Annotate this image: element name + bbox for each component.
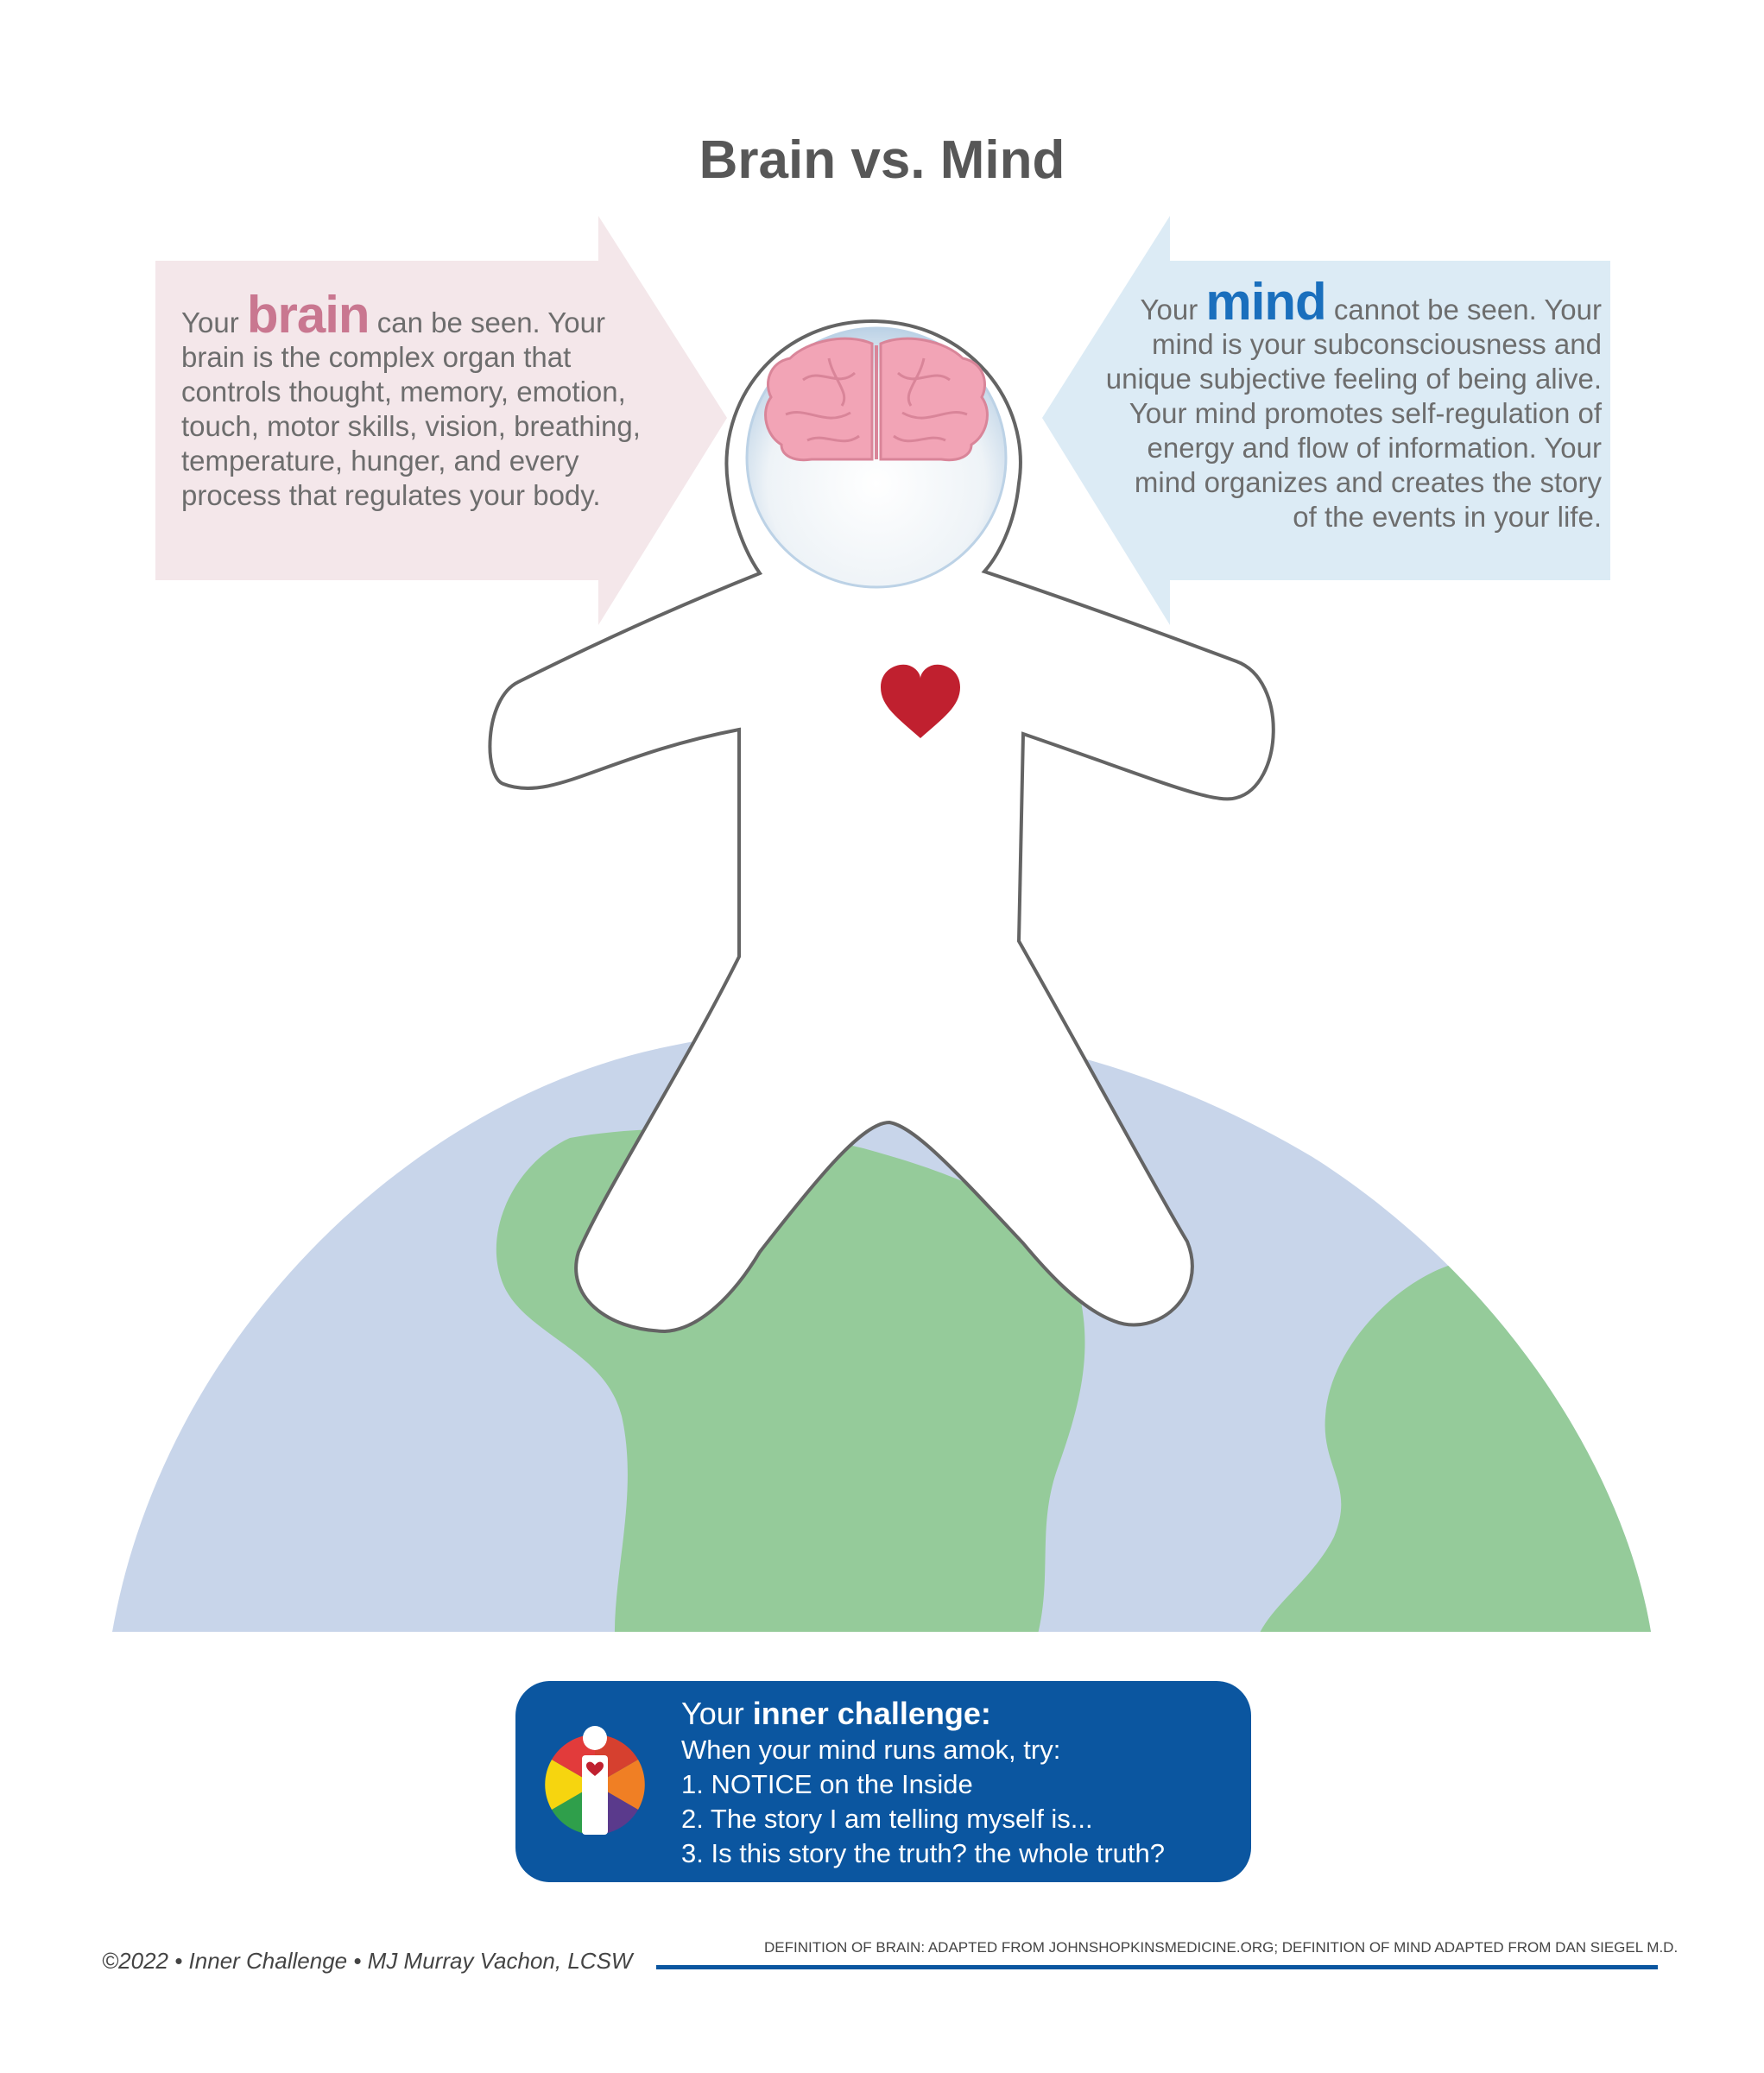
mind-line: of the events in your life. [1293,501,1602,533]
mind-line: unique subjective feeling of being alive… [1105,363,1602,395]
inner-challenge-logo [545,1726,645,1835]
challenge-step: 3. Is this story the truth? the whole tr… [681,1838,1166,1868]
mind-definition: Your mind cannot be seen. Your mind is y… [1092,276,1602,534]
brain-prefix: Your [181,307,239,338]
mind-line: energy and flow of information. Your [1147,432,1602,464]
brain-line: touch, motor skills, vision, breathing, [181,410,641,442]
brain-lead: can be seen. Your [376,307,605,338]
footer-rule [656,1965,1658,1969]
brain-line: temperature, hunger, and every [181,445,579,477]
mind-lead: cannot be seen. Your [1333,294,1602,325]
challenge-heading: Your inner challenge: [681,1695,1165,1733]
challenge-heading-bold: inner challenge: [752,1696,991,1731]
challenge-text: Your inner challenge: When your mind run… [681,1695,1165,1871]
footer-credit: ©2022 • Inner Challenge • MJ Murray Vach… [102,1948,633,1974]
footer-sources: DEFINITION OF BRAIN: ADAPTED FROM JOHNSH… [764,1939,1679,1956]
brain-first-line: Your brain can be seen. Your [181,289,648,341]
brain-icon [764,337,989,462]
brain-line: controls thought, memory, emotion, [181,376,626,408]
mind-line: mind is your subconsciousness and [1152,328,1602,360]
figure-body [488,319,1275,1334]
challenge-step: 1. NOTICE on the Inside [681,1769,973,1799]
challenge-intro: When your mind runs amok, try: [681,1735,1061,1765]
mind-line: mind organizes and creates the story [1134,466,1602,498]
page-title: Brain vs. Mind [699,130,1065,190]
brain-line: brain is the complex organ that [181,341,572,373]
mind-line: Your mind promotes self-regulation of [1129,397,1602,429]
brain-arrow [155,216,727,625]
mind-keyword: mind [1205,273,1326,331]
challenge-heading-prefix: Your [681,1696,744,1731]
brain-definition: Your brain can be seen. Your brain is th… [181,289,648,513]
brain-keyword: brain [246,286,370,344]
challenge-step: 2. The story I am telling myself is... [681,1804,1093,1834]
mind-prefix: Your [1140,294,1198,325]
inner-challenge-box: Your inner challenge: When your mind run… [515,1681,1251,1882]
mind-first-line: Your mind cannot be seen. Your [1092,276,1602,328]
heart-icon [881,664,960,738]
brain-line: process that regulates your body. [181,479,601,511]
mind-arrow [1042,216,1610,625]
